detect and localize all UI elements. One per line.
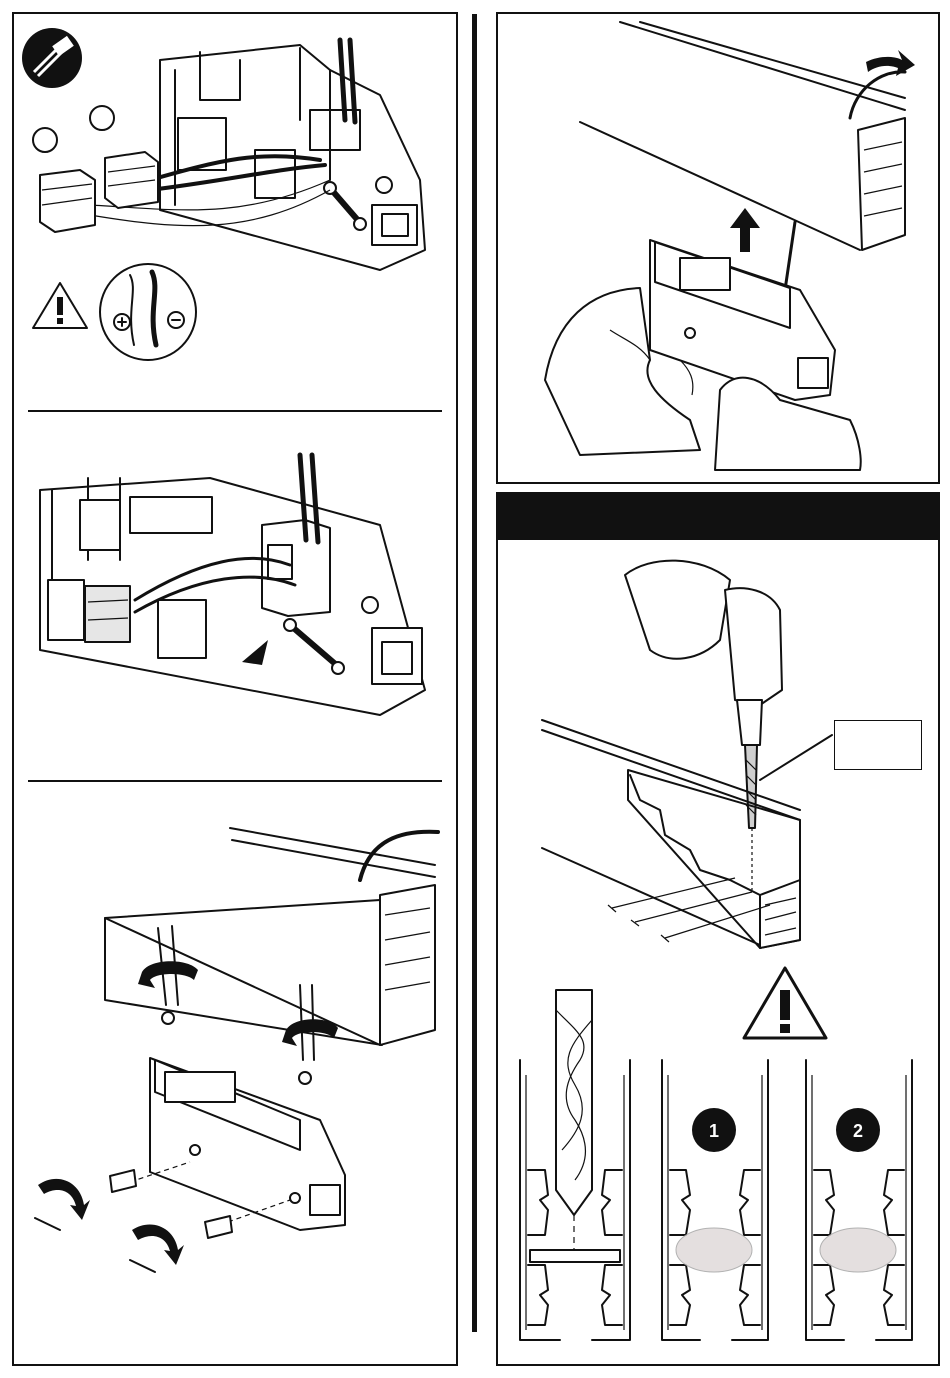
warning-triangle-icon: [744, 968, 826, 1038]
polarity-plus-minus-icon: [100, 264, 196, 360]
profile-section-wrong-2: 2: [806, 1060, 912, 1340]
step-marker-2: [90, 106, 114, 130]
up-arrow-icon: [730, 208, 760, 252]
step-marker-1: [33, 128, 57, 152]
assembled-block-illustration: [40, 455, 425, 715]
step-marker-label-1: 1: [709, 1121, 719, 1141]
step-marker-label-2: 2: [853, 1121, 863, 1141]
profile-section-wrong-1: 1: [662, 1060, 768, 1340]
drill-icon: [625, 561, 832, 828]
insert-block-illustration: [545, 22, 915, 470]
drill-profile-illustration: [542, 720, 800, 948]
profile-section-correct: [520, 990, 630, 1340]
wire-connector-badge-icon: [22, 28, 82, 88]
connector-block-illustration: [40, 40, 425, 270]
profile-screw-illustration: [35, 828, 438, 1272]
warning-triangle-icon: [33, 283, 87, 328]
